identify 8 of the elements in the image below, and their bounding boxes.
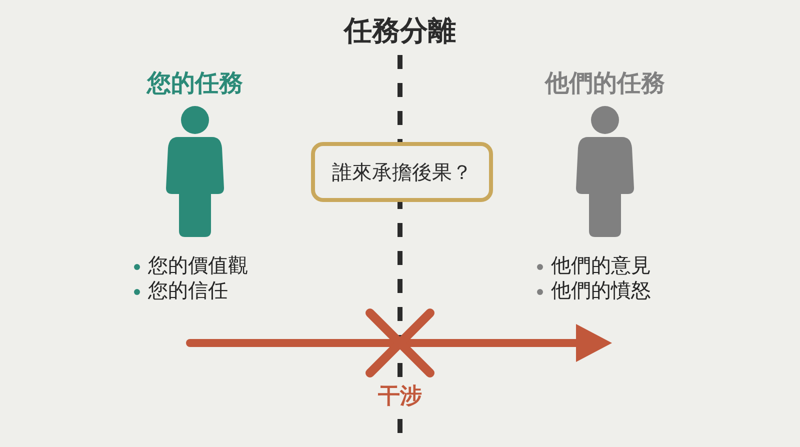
bullet-text: 您的價值觀	[148, 254, 248, 277]
title: 任務分離	[344, 15, 456, 48]
column-heading: 他們的任務	[545, 70, 665, 98]
column-heading: 您的任務	[147, 70, 243, 98]
bullet-text: 您的信任	[148, 279, 228, 302]
bullet-text: 他們的憤怒	[551, 279, 651, 302]
question-box: 誰來承擔後果？	[311, 142, 493, 202]
bullet-text: 他們的意見	[551, 254, 651, 277]
